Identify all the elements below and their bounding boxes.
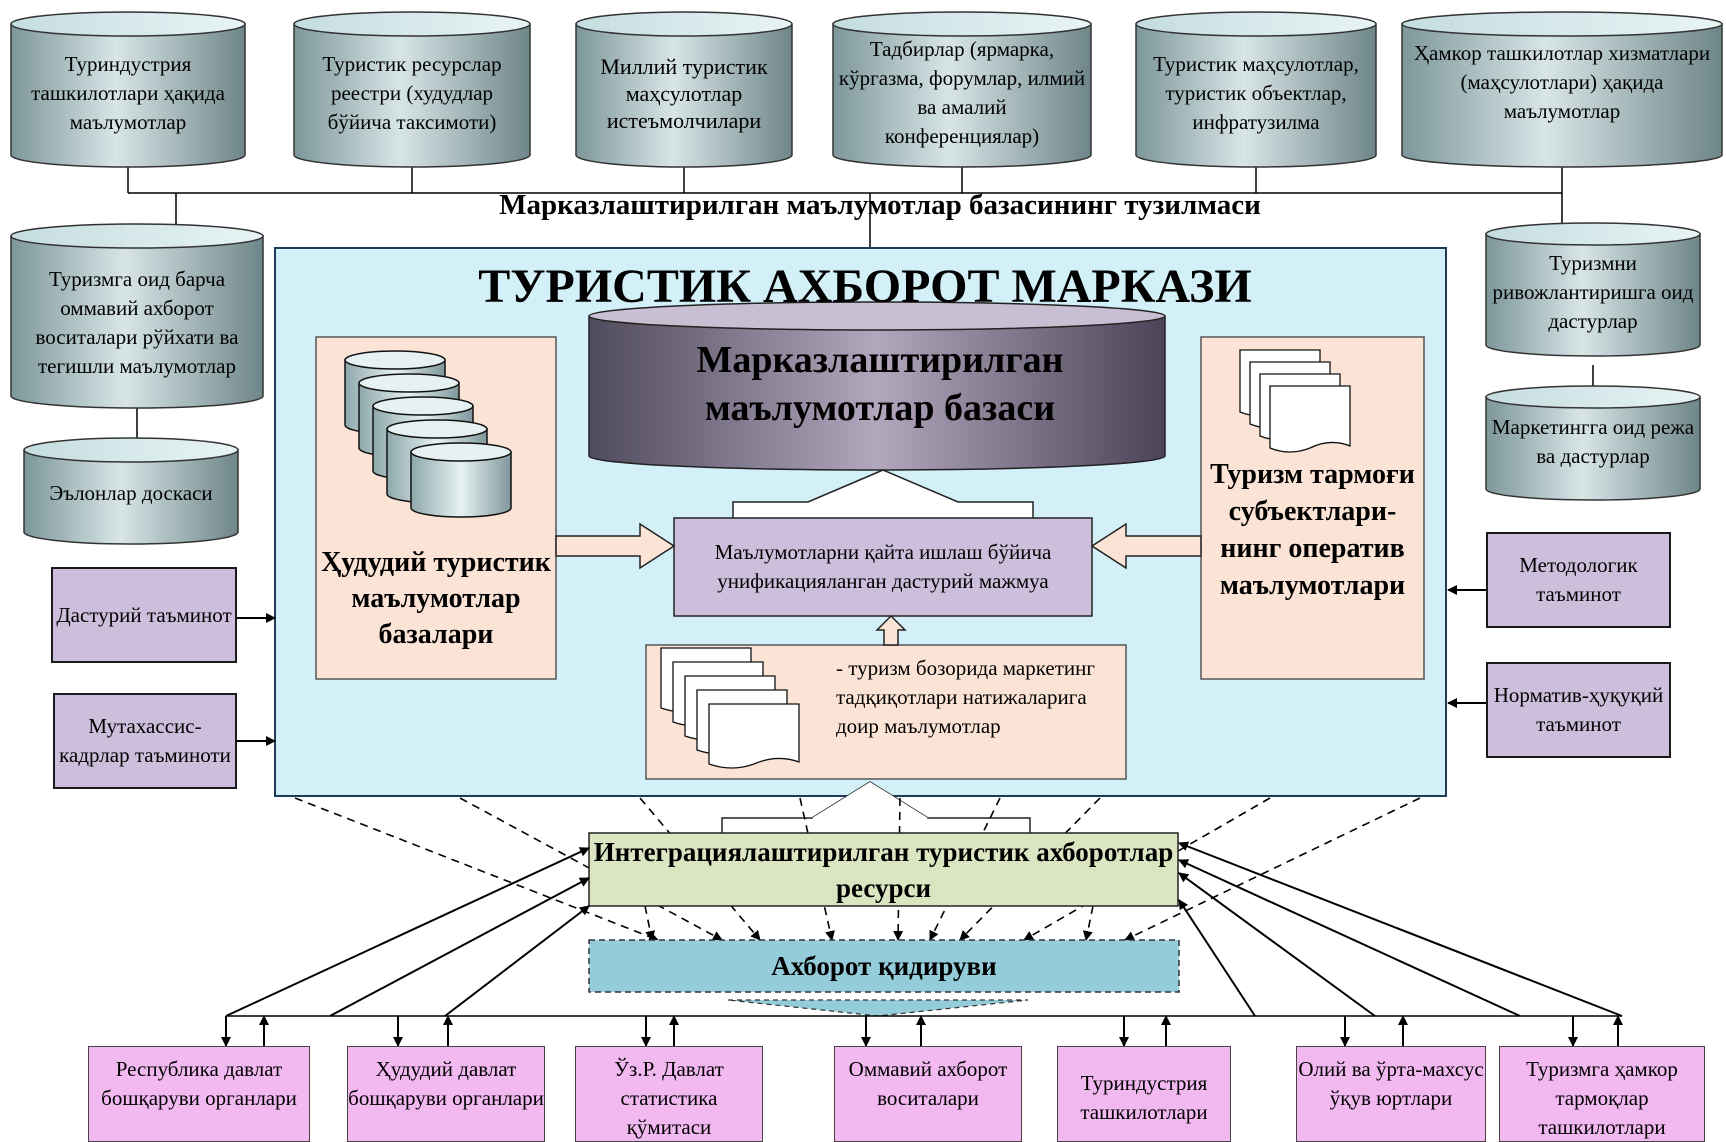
source-tourindustry-orgs: Туриндустрия ташкилотлари ҳақида маълумо… [31,51,225,134]
source-development-programs: Туризмни ривожлантиришга оид дастурлар [1492,250,1694,333]
document-stack-right [1239,349,1351,453]
source-national-product-consumers: Миллий туристик маҳсулотлар истеъмолчила… [600,53,768,133]
consumer-higher-education: Олий ва ўрта-махсус ўқув юртлари [1296,1046,1486,1142]
support-legal: Норматив-ҳуқуқий таъминот [1486,662,1671,758]
consumer-partner-orgs: Туризмга ҳамкор тармоқлар ташкилотлари [1499,1046,1705,1142]
source-tourist-products: Туристик маҳсулотлар, туристик объектлар… [1153,51,1359,134]
consumer-tourindustry-orgs: Туриндустрия ташкилотлари [1057,1046,1231,1142]
consumer-statistics-committee: Ўз.Р. Давлат статистика қўмитаси [575,1046,763,1142]
support-methodology: Методологик таъминот [1486,532,1671,628]
top-cylinders [10,11,1723,168]
source-bulletin-board: Эълонлар доскаси [49,480,213,505]
top-bus-lines [127,163,1594,440]
left-cylinders [10,223,264,545]
support-staff: Мутахассис-кадрлар таъминоти [53,693,237,789]
consumer-regional-government: Ҳудудий давлат бошқаруви органлари [347,1046,545,1142]
information-search-label: Ахборот қидируви [771,951,997,981]
support-software: Дастурий таъминот [51,567,237,663]
integrated-resource-label: Интеграциялаштирилган туристик ахборотла… [593,836,1174,903]
document-stack-bottom [660,647,800,769]
structure-title: Марказлаштирилган маълумотлар базасининг… [499,189,1261,221]
central-database-cylinder [588,301,1166,471]
unified-software-label: Маълумотларни қайта ишлаш бўйича унифика… [714,540,1052,593]
regional-db-stack [344,350,512,518]
source-tourist-resources-registry: Туристик ресурслар реестри (худудлар бўй… [322,51,502,134]
source-partner-services: Ҳамкор ташкилотлар хизматлари (маҳсулотл… [1413,40,1711,123]
arrow-operational-to-software [1090,522,1202,570]
source-marketing-plans: Маркетингга оид режа ва дастурлар [1491,415,1695,468]
consumer-mass-media: Оммавий ахборот воситалари [834,1046,1022,1142]
source-media-list: Туризмга оид барча оммавий ахборот восит… [35,267,239,378]
arrow-regional-to-software [555,522,676,570]
consumer-republic-government: Республика давлат бошқаруви органлари [88,1046,310,1142]
search-box [588,939,1180,993]
operational-data-label: Туризм тармоғи субъектлари-нинг оператив… [1210,459,1415,601]
regional-db-label: Ҳудудий туристик маълумотлар базалари [321,547,551,650]
arrow-research-to-software [875,614,907,646]
info-center-title: ТУРИСТИК АХБОРОТ МАРКАЗИ [478,260,1252,313]
source-events: Тадбирлар (ярмарка, кўргазма, форумлар, … [838,37,1086,148]
integrated-resource-box [588,832,1179,907]
right-cylinders [1485,222,1701,501]
arrow-up-to-db [732,469,1034,518]
central-database-label: Марказлаштирилган маълумотлар базаси [696,339,1064,429]
research-label: - туризм бозорида маркетинг тадқиқотлари… [836,656,1096,738]
